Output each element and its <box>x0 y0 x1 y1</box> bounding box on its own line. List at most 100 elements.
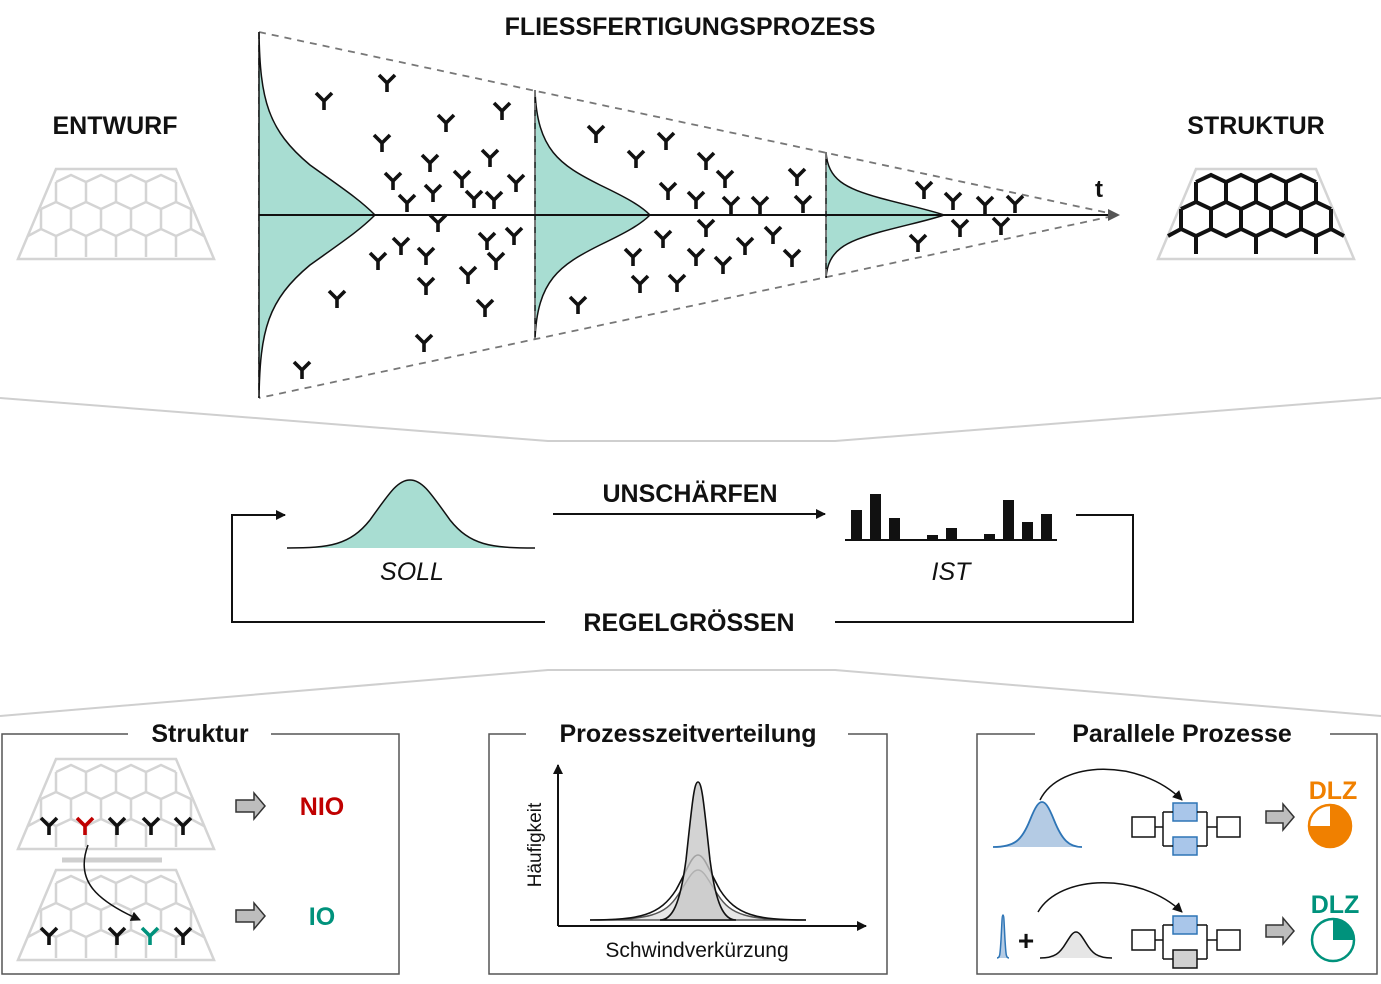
part-icon <box>782 248 802 267</box>
part-icon <box>787 167 807 186</box>
unschaerfen-label: UNSCHÄRFEN <box>603 480 778 508</box>
part-icon <box>475 298 495 317</box>
ist-bar <box>984 534 995 540</box>
part-icon <box>480 148 500 167</box>
nio-label: NIO <box>300 793 344 821</box>
process-title: FLIESSFERTIGUNGSPROZESS <box>505 13 876 41</box>
part-icon <box>420 153 440 172</box>
part-icon <box>568 295 588 314</box>
part-icon <box>750 195 770 214</box>
part-icon <box>372 133 392 152</box>
feedback-loop <box>231 510 1134 623</box>
dlz-pie-2 <box>1310 917 1356 963</box>
ist-bar <box>927 535 938 540</box>
part-icon <box>1005 194 1025 213</box>
ist-bar <box>1041 514 1052 540</box>
part-icon <box>397 193 417 212</box>
part-icon <box>793 194 813 213</box>
plus-sign: + <box>1018 925 1034 956</box>
part-icon <box>914 180 934 199</box>
ist-bar <box>1022 522 1033 540</box>
struktur-label: STRUKTUR <box>1187 112 1325 140</box>
part-icon <box>686 190 706 209</box>
ist-bar <box>870 494 881 540</box>
part-icon <box>314 91 334 110</box>
part-icon <box>763 225 783 244</box>
stage-dividers <box>534 90 827 340</box>
part-icon <box>414 333 434 352</box>
part-icon <box>735 236 755 255</box>
part-icon <box>458 265 478 284</box>
dlz-label-2: DLZ <box>1311 891 1360 919</box>
part-icon <box>586 124 606 143</box>
time-axis-label: t <box>1095 176 1103 203</box>
entwurf-label: ENTWURF <box>53 112 178 140</box>
corrected-part-icon <box>140 926 160 945</box>
process-network-2 <box>1131 915 1241 969</box>
part-icon <box>908 233 928 252</box>
part-icon <box>658 181 678 200</box>
part-icon <box>721 195 741 214</box>
part-icon <box>391 236 411 255</box>
io-label: IO <box>309 903 335 931</box>
part-icon <box>667 273 687 292</box>
part-icon <box>141 816 161 835</box>
part-icon <box>492 101 512 120</box>
part-icon <box>991 216 1011 235</box>
scattered-parts <box>292 73 1025 379</box>
arrow-to-dlz-1 <box>1265 801 1295 833</box>
part-icon <box>377 73 397 92</box>
part-icon <box>686 247 706 266</box>
part-icon <box>292 360 312 379</box>
regelgroessen-label: REGELGRÖSSEN <box>583 608 794 637</box>
schwindverkuerzung-label: Schwindverkürzung <box>605 939 788 962</box>
part-icon <box>486 251 506 270</box>
part-icon <box>39 816 59 835</box>
part-icon <box>975 195 995 214</box>
arrow-to-dlz-2 <box>1265 915 1295 947</box>
panel-struktur <box>1 733 400 975</box>
part-icon <box>484 190 504 209</box>
part-icon <box>626 149 646 168</box>
part-icon <box>943 191 963 210</box>
part-icon <box>416 276 436 295</box>
part-icon <box>173 926 193 945</box>
parallel-panel-title: Parallele Prozesse <box>1072 720 1292 748</box>
part-icon <box>368 251 388 270</box>
part-icon <box>656 131 676 150</box>
part-icon <box>416 246 436 265</box>
part-icon <box>696 218 716 237</box>
separator-1 <box>0 397 1381 442</box>
structure-hexgrid <box>1156 167 1356 261</box>
part-icon <box>653 229 673 248</box>
part-icon <box>950 218 970 237</box>
ist-bar <box>1003 500 1014 540</box>
soll-curve <box>286 479 536 549</box>
ist-bar <box>851 510 862 540</box>
part-icon <box>327 289 347 308</box>
part-icon <box>173 816 193 835</box>
arrow-to-nio <box>235 790 266 822</box>
part-icon <box>107 816 127 835</box>
part-icon <box>107 926 127 945</box>
part-icon <box>39 926 59 945</box>
part-icon <box>423 183 443 202</box>
part-icon <box>623 247 643 266</box>
arrow-to-io <box>235 900 266 932</box>
panel-prozesszeit <box>488 733 888 975</box>
part-icon <box>630 274 650 293</box>
ist-histogram <box>845 494 1057 541</box>
process-network-1 <box>1131 802 1241 856</box>
ist-bar <box>889 518 900 540</box>
haeufigkeit-label: Häufigkeit <box>525 802 546 887</box>
part-icon <box>452 169 472 188</box>
part-icon <box>477 231 497 250</box>
prozesszeit-panel-title: Prozesszeitverteilung <box>559 720 816 748</box>
part-icon <box>428 213 448 232</box>
soll-label: SOLL <box>380 558 444 586</box>
part-icon <box>506 173 526 192</box>
part-icon <box>715 169 735 188</box>
separator-2 <box>0 669 1381 717</box>
struktur-panel-title: Struktur <box>151 720 249 748</box>
